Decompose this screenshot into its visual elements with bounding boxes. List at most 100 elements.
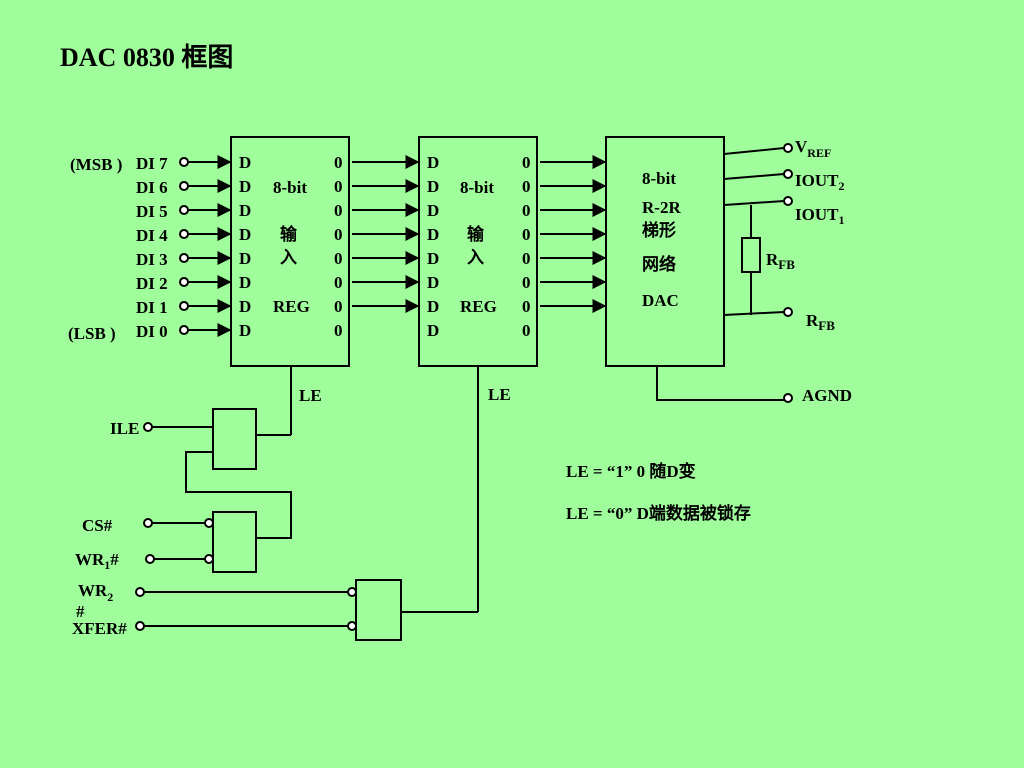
reg2-le-label: LE: [488, 385, 511, 404]
dac-label-4: 网络: [642, 254, 676, 274]
reg1-d-label: D: [239, 177, 251, 196]
wr1-pin: [145, 554, 155, 564]
input-pin-label: DI 6: [136, 178, 168, 197]
xfer-label: XFER#: [72, 619, 127, 638]
input-pin: [179, 325, 189, 335]
note-le-0: LE = “0” D端数据被锁存: [566, 503, 751, 523]
agnd-pin: [783, 393, 793, 403]
reg1-q-label: 0: [334, 153, 343, 172]
agnd-label: AGND: [802, 386, 852, 405]
reg1-q-label: 0: [334, 177, 343, 196]
reg2-q-label: 0: [522, 321, 531, 340]
reg1-q-label: 0: [334, 249, 343, 268]
msb-label: (MSB ): [70, 155, 122, 174]
reg2-q-label: 0: [522, 225, 531, 244]
input-pin-label: DI 3: [136, 250, 168, 269]
gate2-to-gate1-wire: [185, 451, 292, 539]
page-title: DAC 0830 框图: [60, 43, 233, 72]
rfb-pin-wire: [723, 311, 785, 316]
input-pin-label: DI 4: [136, 226, 168, 245]
iout1-wire: [723, 200, 785, 206]
input-pin: [179, 253, 189, 263]
input-pin: [179, 301, 189, 311]
reg1-d-label: D: [239, 273, 251, 292]
wr2-xfer-nor-gate: [355, 579, 402, 641]
input-pin-label: DI 1: [136, 298, 168, 317]
reg1-char-2: 入: [280, 248, 297, 267]
ile-label: ILE: [110, 419, 139, 438]
rfb-pin-label: RFB: [806, 311, 835, 333]
reg1-d-label: D: [239, 249, 251, 268]
input-register-block: [230, 136, 350, 367]
cs-pin: [143, 518, 153, 528]
input-pin: [179, 277, 189, 287]
dac-register-block: [418, 136, 538, 367]
reg1-d-label: D: [239, 321, 251, 340]
reg1-char-1: 输: [280, 224, 298, 244]
input-pin-label: DI 0: [136, 322, 168, 341]
reg2-q-label: 0: [522, 273, 531, 292]
reg2-d-label: D: [427, 153, 439, 172]
reg1-d-label: D: [239, 297, 251, 316]
ile-and-gate: [212, 408, 257, 470]
reg2-d-label: D: [427, 297, 439, 316]
reg2-d-label: D: [427, 177, 439, 196]
rfb-resistor: [741, 237, 761, 273]
dac-label-2: R-2R: [642, 198, 681, 217]
reg2-q-label: 0: [522, 249, 531, 268]
input-pin: [179, 157, 189, 167]
iout1-pin: [783, 196, 793, 206]
cs-label: CS#: [82, 516, 113, 535]
cs-invert-bubble: [204, 518, 214, 528]
dac-label-1: 8-bit: [642, 169, 676, 188]
wr2-pin: [135, 587, 145, 597]
iout2-label: IOUT2: [795, 171, 844, 193]
reg1-q-label: 0: [334, 201, 343, 220]
reg2-q-label: 0: [522, 297, 531, 316]
reg2-q-label: 0: [522, 201, 531, 220]
input-pin-label: DI 2: [136, 274, 168, 293]
reg1-q-label: 0: [334, 297, 343, 316]
dac-converter-block: [605, 136, 725, 367]
cs-wr1-nor-gate: [212, 511, 257, 573]
reg2-d-label: D: [427, 225, 439, 244]
reg1-reg-label: REG: [273, 297, 310, 316]
xfer-pin: [135, 621, 145, 631]
reg2-width-label: 8-bit: [460, 178, 494, 197]
reg1-d-label: D: [239, 225, 251, 244]
xfer-invert-bubble: [347, 621, 357, 631]
iout1-label: IOUT1: [795, 205, 844, 227]
reg1-q-label: 0: [334, 225, 343, 244]
input-pin: [179, 205, 189, 215]
reg2-d-label: D: [427, 321, 439, 340]
reg2-q-label: 0: [522, 153, 531, 172]
ile-pin: [143, 422, 153, 432]
vref-wire: [723, 147, 785, 155]
reg2-d-label: D: [427, 249, 439, 268]
reg2-d-label: D: [427, 201, 439, 220]
rfb-pin: [783, 307, 793, 317]
note-le-1: LE = “1” 0 随D变: [566, 461, 696, 481]
reg1-q-label: 0: [334, 273, 343, 292]
reg2-d-label: D: [427, 273, 439, 292]
reg2-char-2: 入: [467, 248, 484, 267]
reg1-width-label: 8-bit: [273, 178, 307, 197]
input-pin-label: DI 7: [136, 154, 168, 173]
dac-label-5: DAC: [642, 291, 679, 310]
vref-pin: [783, 143, 793, 153]
reg1-d-label: D: [239, 153, 251, 172]
dac-label-3: 梯形: [642, 220, 676, 240]
reg1-le-label: LE: [299, 386, 322, 405]
input-pin-label: DI 5: [136, 202, 168, 221]
wr2-hash-label: #: [76, 602, 85, 621]
iout2-wire: [723, 173, 785, 180]
iout2-pin: [783, 169, 793, 179]
wr2-invert-bubble: [347, 587, 357, 597]
lsb-label: (LSB ): [68, 324, 116, 343]
reg1-q-label: 0: [334, 321, 343, 340]
reg1-d-label: D: [239, 201, 251, 220]
vref-label: VREF: [795, 137, 831, 160]
